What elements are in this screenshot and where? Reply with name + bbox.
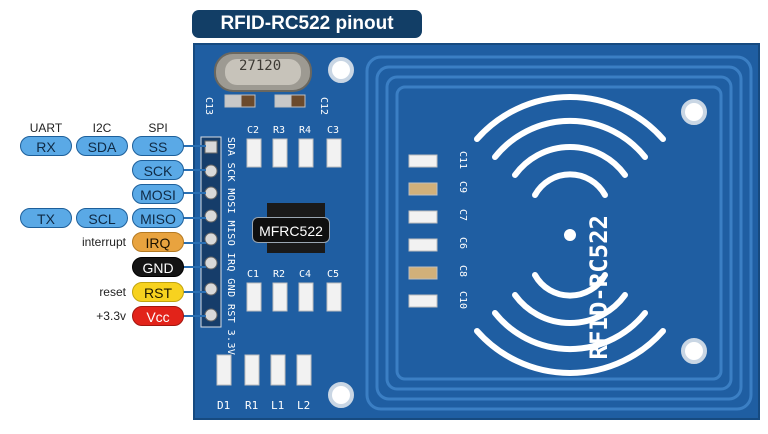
mounting-holes [328, 57, 707, 408]
crystal-oscillator [214, 52, 312, 92]
label-r3: R3 [273, 125, 286, 136]
label-l1: L1 [271, 399, 285, 412]
label-c3: C3 [327, 125, 340, 136]
pin-sck: SCK [132, 160, 184, 180]
label-c8: C8 [457, 265, 468, 278]
rfid-waves-icon [474, 94, 666, 376]
header-spi: SPI [148, 121, 168, 135]
label-l2: L2 [297, 399, 311, 412]
lead-vcc [182, 315, 206, 317]
lead-gnd [182, 266, 206, 268]
pin-rst: RST [132, 282, 184, 302]
label-c9: C9 [457, 181, 468, 194]
chip-name-label: MFRC522 [252, 217, 330, 243]
label-c11: C11 [457, 151, 468, 170]
lead-irq [182, 242, 206, 244]
label-c6: C6 [457, 237, 468, 250]
label-d1: D1 [217, 399, 231, 412]
pin-mosi: MOSI [132, 184, 184, 204]
pin-rx: RX [20, 136, 72, 156]
note-power: +3.3v [96, 309, 126, 323]
pin-scl: SCL [76, 208, 128, 228]
label-c4: C4 [299, 269, 312, 280]
note-reset: reset [99, 285, 126, 299]
pin-tx: TX [20, 208, 72, 228]
label-c13: C13 [203, 97, 214, 116]
label-c7: C7 [457, 209, 468, 222]
label-c5: C5 [327, 269, 340, 280]
label-c12: C12 [318, 97, 329, 116]
smd-components [216, 94, 438, 386]
header-i2c: I2C [92, 121, 112, 135]
label-r1: R1 [245, 399, 259, 412]
lead-ss [182, 145, 206, 147]
crystal-label: 27120 [239, 58, 282, 74]
label-r2: R2 [273, 269, 286, 280]
pin-gnd: GND [132, 257, 184, 277]
pin-vcc: Vcc [132, 306, 184, 326]
label-r4: R4 [299, 125, 312, 136]
board-artwork [200, 52, 753, 411]
header-label: SDA SCK MOSI MISO IRQ GND RST 3.3V [225, 137, 236, 356]
lead-sck [182, 169, 206, 171]
pin-sda: SDA [76, 136, 128, 156]
header-pins [204, 140, 218, 322]
pin-miso: MISO [132, 208, 184, 228]
header-uart: UART [29, 121, 63, 135]
pin-ss: SS [132, 136, 184, 156]
label-c10: C10 [457, 291, 468, 310]
lead-rst [182, 291, 206, 293]
lead-miso [182, 217, 206, 219]
antenna-label: RFID-RC522 [585, 215, 613, 360]
diagram-title: RFID-RC522 pinout [192, 10, 422, 38]
pin-header [200, 136, 222, 328]
antenna-coil [365, 55, 753, 411]
rfid-board: 27120 RFID-RC522 SDA SCK MOSI MISO IRQ G… [193, 43, 760, 420]
pin-irq: IRQ [132, 232, 184, 252]
label-c1: C1 [247, 269, 260, 280]
note-interrupt: interrupt [81, 235, 126, 249]
label-c2: C2 [247, 125, 260, 136]
lead-mosi [182, 192, 206, 194]
